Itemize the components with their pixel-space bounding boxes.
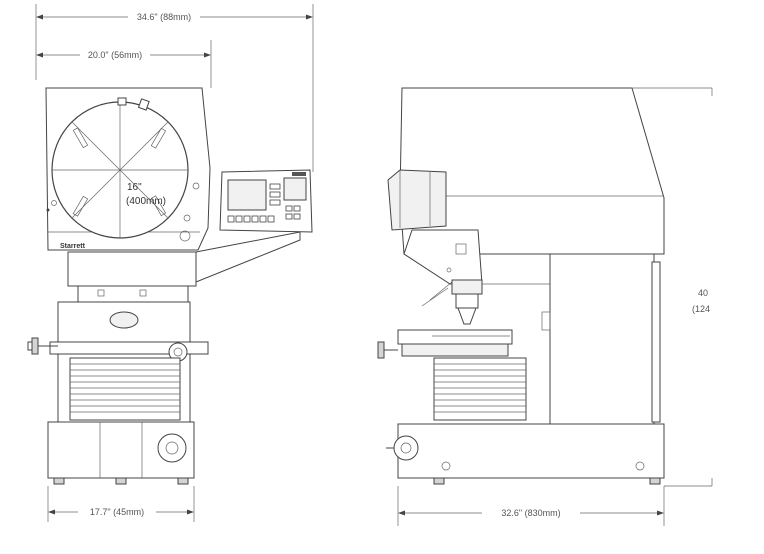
lens-assembly [451, 279, 483, 325]
dro-display-unit [219, 169, 313, 233]
lens-turret-housing [67, 251, 197, 287]
side-column [549, 253, 655, 425]
side-handwheel [377, 341, 398, 359]
side-base [397, 423, 665, 479]
front-view: 34.6" (88mm) 20.0" (56mm) [27, 4, 314, 522]
z-axis-handwheel [157, 433, 187, 463]
overall-width-dimension: 34.6" (88mm) [35, 4, 314, 172]
screen-width-label: 20.0" (56mm) [88, 50, 142, 60]
screen-size-label: 16" [127, 182, 142, 193]
optics-arm [403, 229, 483, 285]
side-bellows [433, 357, 527, 421]
projection-screen [51, 97, 189, 239]
depth-dimension: 32.6" (830mm) [397, 486, 665, 526]
height-value-label: 40 [698, 288, 708, 298]
brand-label: Starrett [60, 243, 86, 250]
bellows [69, 357, 181, 421]
overall-width-label: 34.6" (88mm) [137, 12, 191, 22]
side-view: 40 (124 32.6" (830mm) [377, 87, 713, 526]
screen-size-metric-label: (400mm) [126, 196, 166, 207]
depth-label: 32.6" (830mm) [501, 508, 560, 518]
base-width-dimension: 17.7" (45mm) [47, 486, 195, 522]
side-z-handwheel [393, 435, 419, 461]
worktable [49, 341, 209, 355]
lens [109, 311, 139, 329]
height-dimension: 40 (124 [692, 88, 713, 486]
screen-visor [387, 169, 447, 231]
dro-support-arm [195, 231, 301, 283]
base-width-label: 17.7" (45mm) [90, 507, 144, 517]
x-axis-handwheel [27, 337, 58, 355]
side-worktable [397, 329, 513, 357]
screen-width-dimension: 20.0" (56mm) [36, 40, 212, 88]
top-hood [399, 87, 665, 255]
height-metric-label: (124 [692, 304, 710, 314]
